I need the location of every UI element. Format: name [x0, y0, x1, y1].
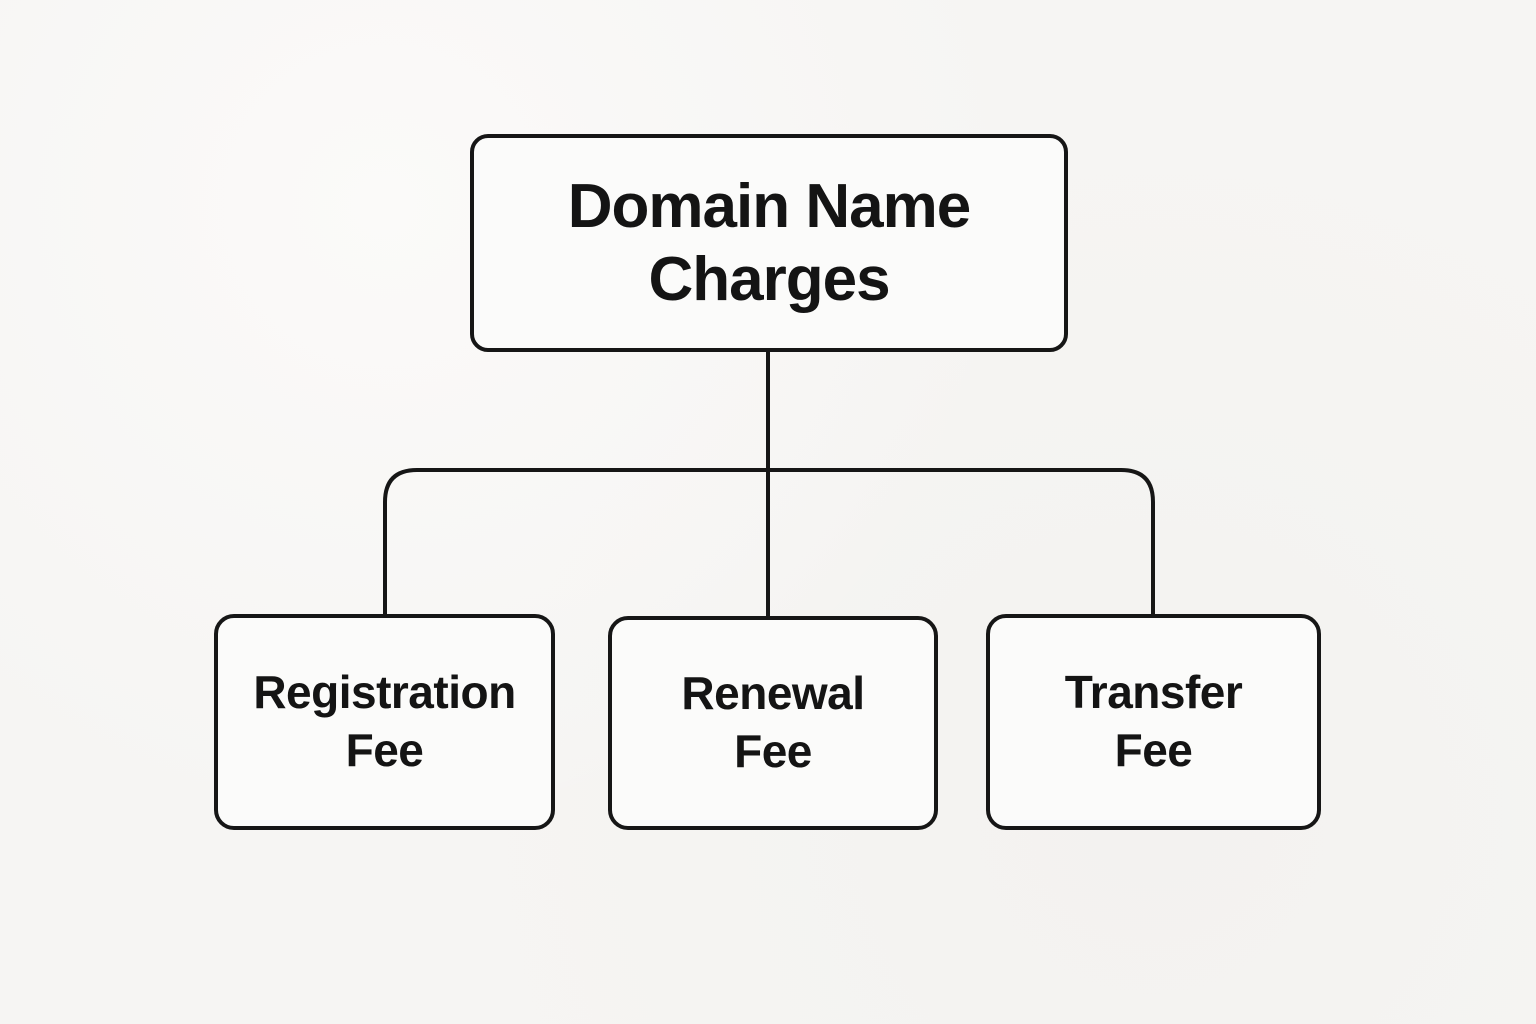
node-registration-fee: Registration Fee: [214, 614, 555, 830]
node-domain-name-charges: Domain Name Charges: [470, 134, 1068, 352]
connector-root-to-transfer: [768, 468, 1155, 616]
node-label-line: Renewal: [681, 667, 865, 720]
node-label-line: Fee: [734, 725, 812, 777]
node-label-line: Transfer: [1064, 666, 1243, 719]
node-transfer-fee: Transfer Fee: [986, 614, 1321, 830]
node-label-line: Charges: [648, 245, 890, 314]
node-renewal-fee: Renewal Fee: [608, 616, 938, 830]
node-label-line: Fee: [345, 724, 424, 776]
node-label-line: Fee: [1114, 724, 1193, 776]
connector-root-to-registration: [383, 468, 768, 616]
node-label-line: Domain Name: [567, 171, 971, 241]
node-label-line: Registration: [253, 666, 516, 719]
